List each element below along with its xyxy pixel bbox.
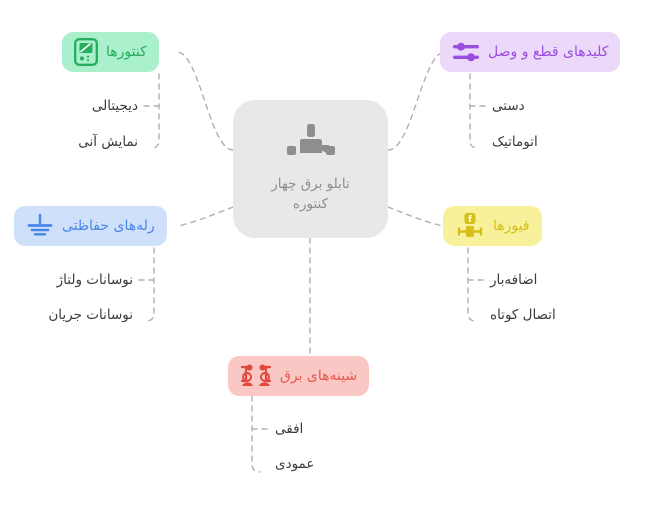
center-node-label: تابلو برق چهار کنتوره (271, 175, 350, 212)
edge-center-fuses (387, 206, 444, 227)
edge-busbars-trunk (251, 395, 261, 473)
branch-node-relays[interactable]: رله‌های حفاظتی (14, 206, 167, 246)
edge-center-switches (387, 51, 445, 151)
center-node[interactable]: تابلو برق چهار کنتوره (233, 100, 388, 238)
leaf-relays-1: نوسانات جریان (48, 307, 133, 323)
fuse-icon: f (455, 212, 485, 240)
branch-label-fuses: فیوزها (493, 218, 530, 234)
edge-center-relays (177, 206, 234, 227)
svg-text:f: f (468, 215, 472, 225)
busbar-connector-icon (240, 362, 272, 390)
branch-node-switches[interactable]: کلیدهای قطع و وصل (440, 32, 621, 72)
leaf-fuses-0: اضافه‌بار (490, 272, 538, 288)
leaf-switches-1: اتوماتیک (492, 134, 538, 150)
edge-meters-trunk (150, 73, 160, 149)
ground-earth-icon (26, 213, 54, 239)
branch-label-switches: کلیدهای قطع و وصل (488, 44, 609, 60)
leaf-meters-1: نمایش آنی (78, 134, 138, 150)
branch-label-meters: کنتورها (106, 44, 147, 60)
leaf-busbars-0: افقی (275, 421, 304, 437)
leaf-fuses-1: اتصال کوتاه (490, 307, 556, 323)
edge-fuses-trunk (467, 247, 477, 322)
distribution-hub-icon (286, 123, 335, 164)
branch-node-meters[interactable]: کنتورها (62, 32, 159, 72)
branch-label-relays: رله‌های حفاظتی (62, 218, 155, 234)
leaf-meters-0: دیجیتالی (91, 98, 138, 114)
branch-label-busbars: شینه‌های برق (280, 368, 358, 384)
electric-meter-icon (74, 38, 98, 66)
branch-node-busbars[interactable]: شینه‌های برق (228, 356, 370, 396)
leaf-busbars-1: عمودی (275, 456, 315, 472)
edge-center-meters (177, 51, 234, 151)
leaf-switches-0: دستی (492, 98, 525, 114)
sliders-toggle-icon (452, 41, 480, 63)
branch-node-fuses[interactable]: f فیوزها (443, 206, 542, 246)
edge-switches-trunk (469, 73, 479, 149)
edge-relays-trunk (145, 247, 155, 322)
leaf-relays-0: نوسانات ولتاژ (56, 272, 133, 288)
